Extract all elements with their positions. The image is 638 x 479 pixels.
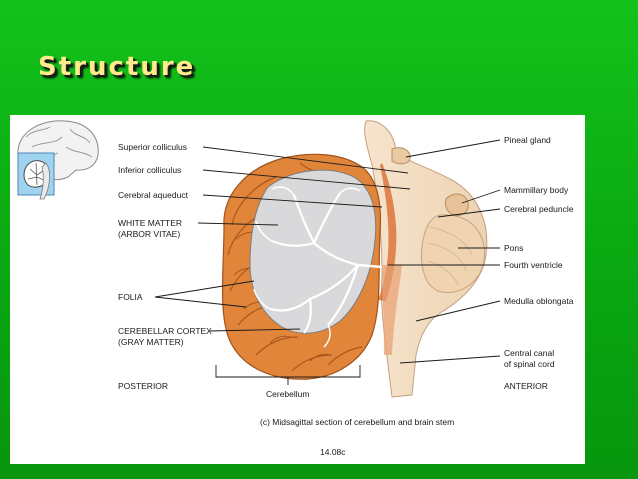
leader-mammillary-body — [461, 189, 501, 204]
leader-folia-2 — [154, 296, 247, 308]
label-cerebellum: Cerebellum — [266, 389, 309, 399]
label-cerebellar-cortex: CEREBELLAR CORTEX — [118, 326, 212, 336]
label-pons: Pons — [504, 243, 523, 253]
leader-folia-1 — [154, 280, 255, 298]
figure-number: 14.08c — [320, 447, 346, 457]
label-central-canal: Central canal — [504, 348, 554, 358]
label-superior-colliculus: Superior colliculus — [118, 142, 187, 152]
label-gray-matter: (GRAY MATTER) — [118, 337, 184, 347]
leader-lines — [154, 139, 501, 385]
figure-caption: (c) Midsagittal section of cerebellum an… — [260, 417, 454, 427]
label-pineal-gland: Pineal gland — [504, 135, 551, 145]
figure-panel: Superior colliculus Inferior colliculus … — [10, 115, 585, 464]
leader-cerebellar-cortex — [209, 328, 301, 332]
leader-pineal-gland — [405, 139, 501, 158]
cerebellum-illustration — [221, 153, 383, 380]
leader-cerebral-aqueduct — [202, 194, 383, 208]
brainstem-illustration — [364, 120, 488, 398]
label-white-matter: WHITE MATTER — [118, 218, 182, 228]
leader-medulla-oblongata — [415, 300, 501, 322]
label-anterior: ANTERIOR — [504, 381, 548, 391]
brain-diagram: Superior colliculus Inferior colliculus … — [17, 120, 574, 457]
label-posterior: POSTERIOR — [118, 381, 168, 391]
leader-superior-colliculus — [202, 146, 409, 174]
leader-white-matter — [197, 222, 279, 226]
brain-locator-icon — [17, 120, 99, 200]
label-arbor-vitae: (ARBOR VITAE) — [118, 229, 180, 239]
leader-cerebral-peduncle — [437, 208, 501, 218]
label-cerebral-aqueduct: Cerebral aqueduct — [118, 190, 189, 200]
label-inferior-colliculus: Inferior colliculus — [118, 165, 181, 175]
label-cerebral-peduncle: Cerebral peduncle — [504, 204, 574, 214]
label-mammillary-body: Mammillary body — [504, 185, 569, 195]
leader-inferior-colliculus — [202, 169, 411, 190]
slide-title: Structure — [38, 52, 196, 82]
label-folia: FOLIA — [118, 292, 143, 302]
leader-central-canal — [399, 355, 501, 364]
label-of-spinal-cord: of spinal cord — [504, 359, 555, 369]
label-fourth-ventricle: Fourth ventricle — [504, 260, 563, 270]
label-medulla-oblongata: Medulla oblongata — [504, 296, 574, 306]
